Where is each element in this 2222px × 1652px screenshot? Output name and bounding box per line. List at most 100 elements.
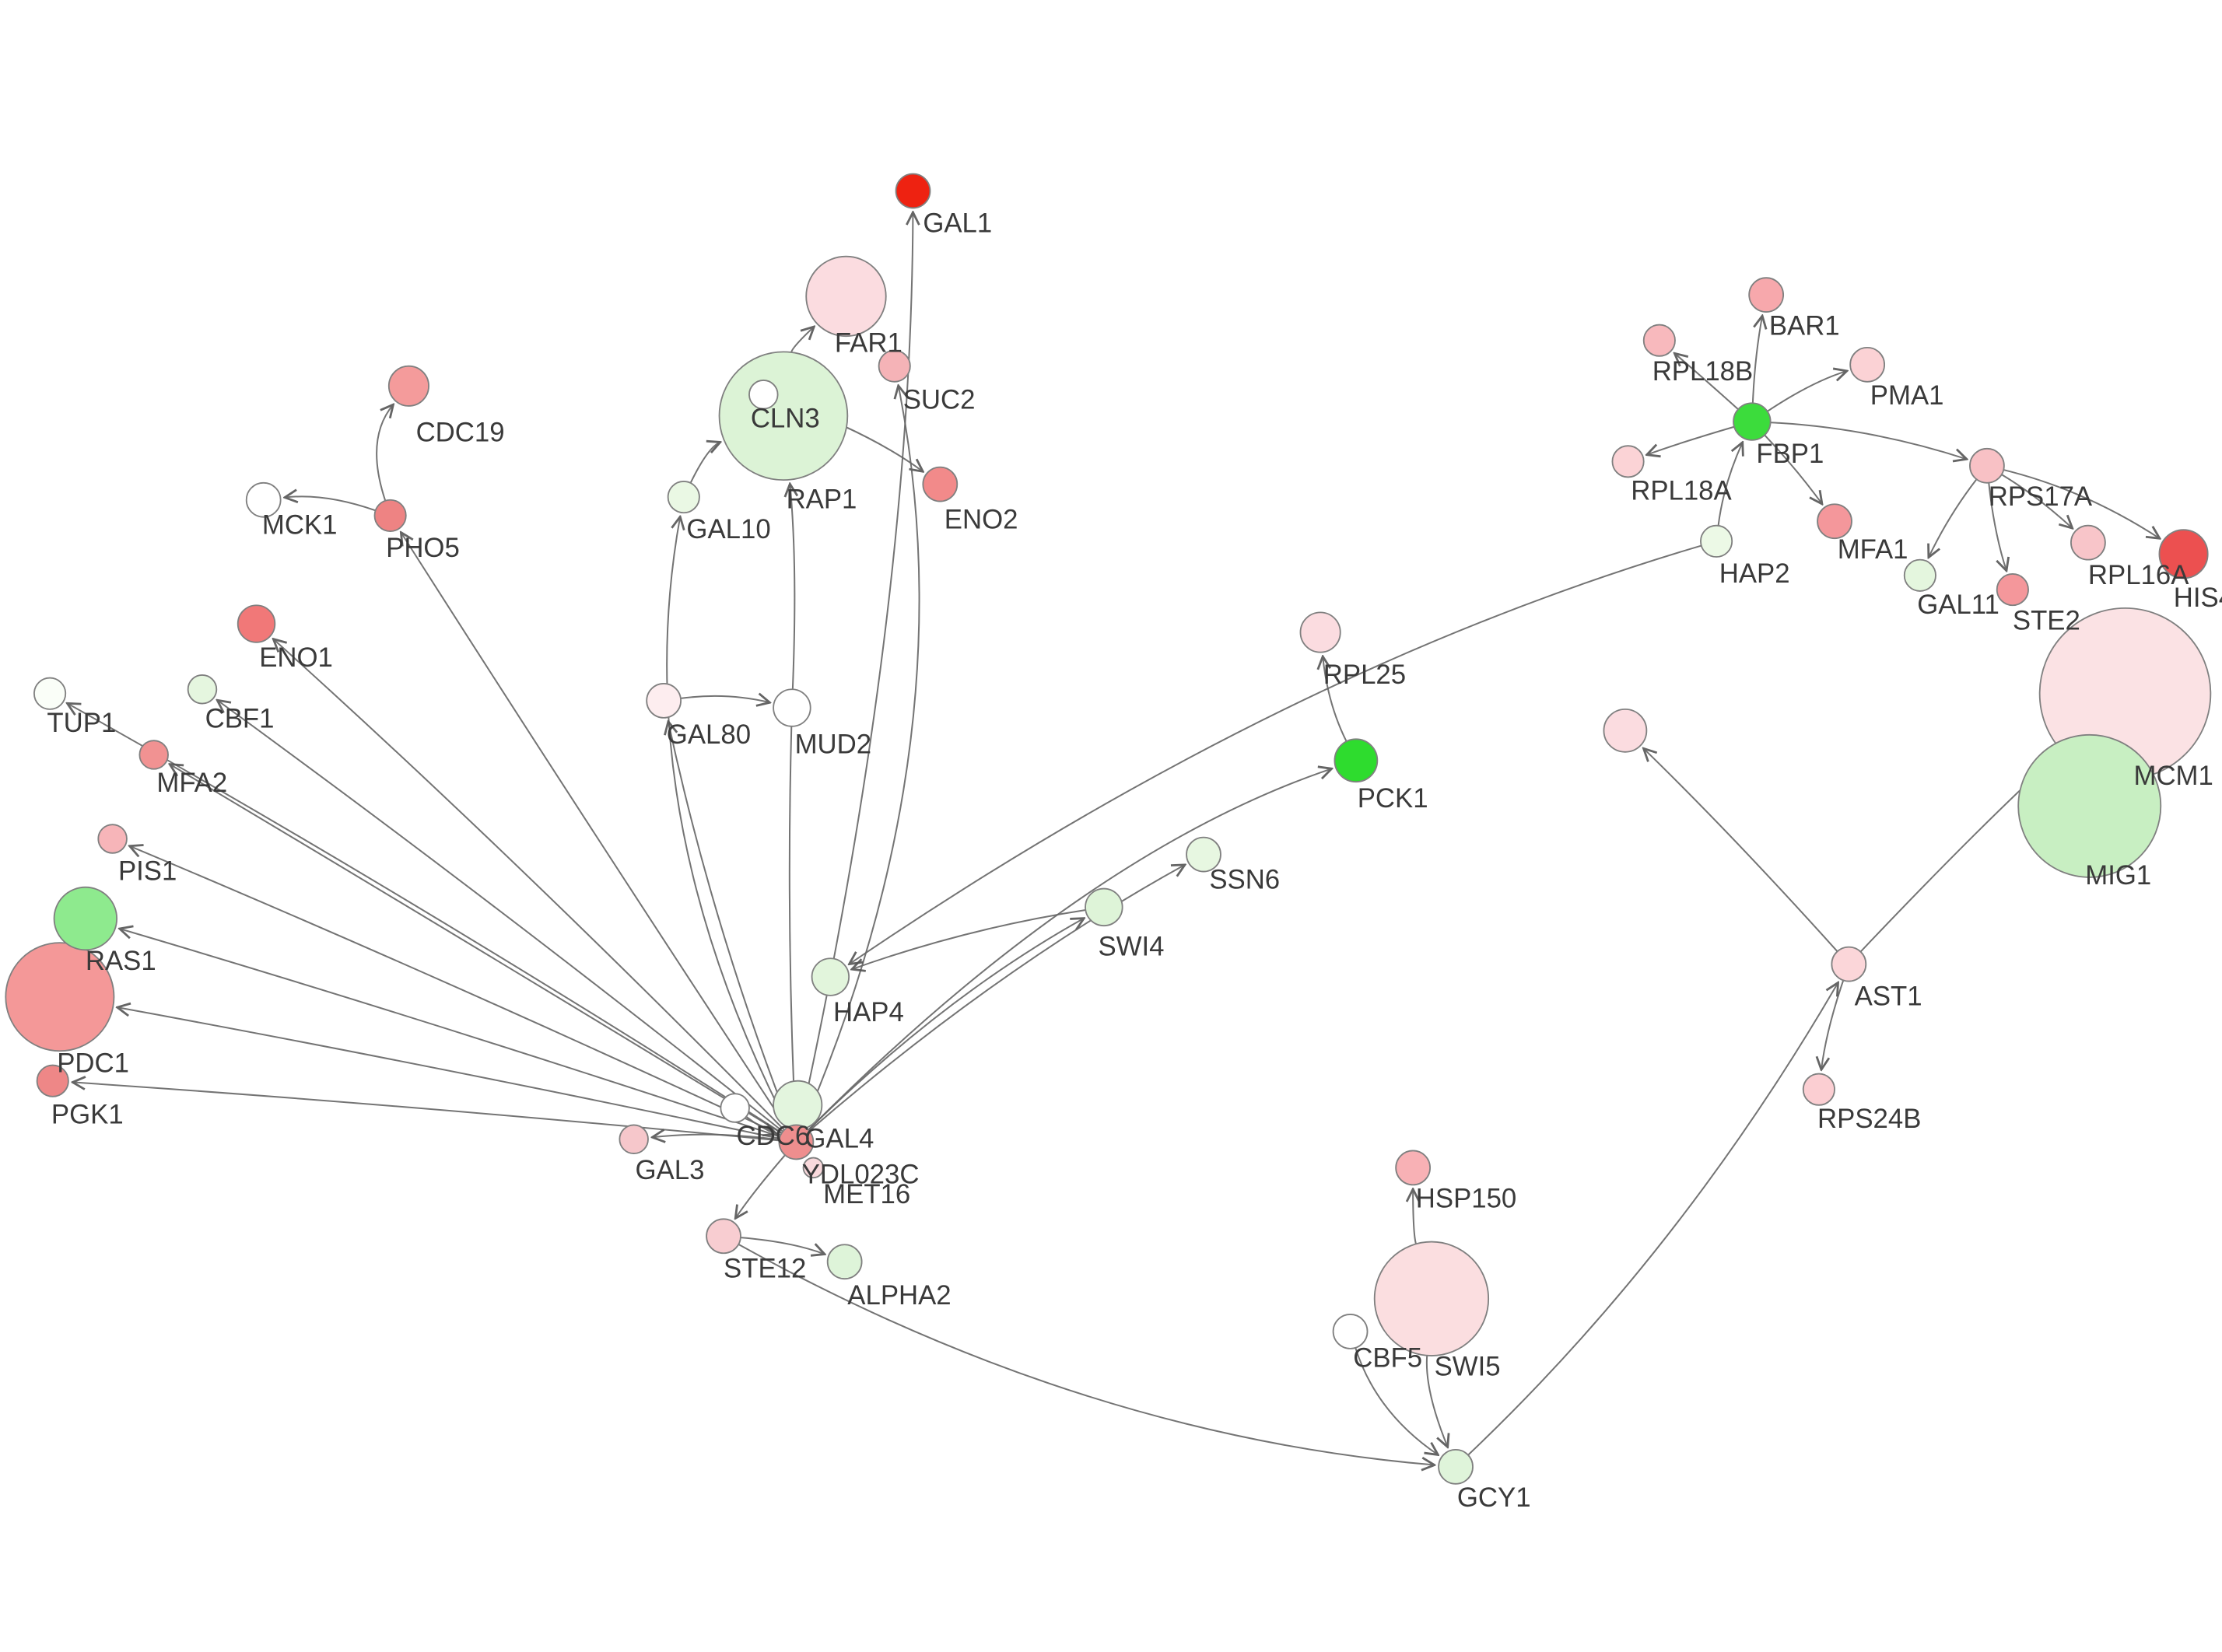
node-RPL25[interactable] bbox=[1299, 611, 1341, 653]
edge-STE12-GCY1 bbox=[738, 1244, 1434, 1465]
edge-CDC6-GAL4 bbox=[745, 1115, 776, 1134]
node-HAP2[interactable] bbox=[1700, 524, 1733, 558]
node-label-PIS1: PIS1 bbox=[118, 857, 177, 887]
node-label-RPL25: RPL25 bbox=[1323, 660, 1406, 690]
node-GAL3[interactable] bbox=[619, 1124, 649, 1154]
edge-FBP1-MFA1 bbox=[1764, 434, 1822, 504]
node-PIS1[interactable] bbox=[97, 824, 128, 854]
node-label-CDC19: CDC19 bbox=[416, 418, 505, 448]
node-label-ENO2: ENO2 bbox=[945, 505, 1018, 534]
node-SWI4[interactable] bbox=[1085, 887, 1123, 927]
edge-RPS17A-GAL11 bbox=[1929, 478, 1978, 557]
node-layer bbox=[5, 173, 2212, 1485]
node-label-HAP2: HAP2 bbox=[1719, 559, 1790, 589]
edge-GAL4-PIS1 bbox=[130, 846, 781, 1136]
node-label-TUP1: TUP1 bbox=[47, 709, 116, 738]
node-FBP1[interactable] bbox=[1733, 402, 1772, 441]
node-MIG1[interactable] bbox=[2017, 733, 2162, 878]
node-PMA1[interactable] bbox=[1849, 346, 1886, 383]
node-TUP1[interactable] bbox=[33, 677, 67, 710]
edge-FBP1-RPL18A bbox=[1647, 425, 1735, 455]
edge-MUD2-GAL4 bbox=[790, 726, 795, 1121]
node-ENO1[interactable] bbox=[237, 604, 276, 643]
node-GAL11[interactable] bbox=[1903, 558, 1936, 592]
node-label-HAP4: HAP4 bbox=[833, 998, 904, 1027]
node-STE12[interactable] bbox=[706, 1218, 741, 1255]
node-CDC6[interactable] bbox=[720, 1093, 750, 1123]
node-label-GAL3: GAL3 bbox=[636, 1156, 705, 1185]
node-label-AST1: AST1 bbox=[1855, 982, 1922, 1012]
node-label-RAS1: RAS1 bbox=[86, 947, 156, 976]
node-label-PDC1: PDC1 bbox=[57, 1049, 129, 1079]
node-label-MUD2: MUD2 bbox=[795, 730, 872, 760]
node-PHO5[interactable] bbox=[373, 499, 407, 532]
edge-RPS17A-STE2 bbox=[1988, 482, 2006, 571]
edge-GAL4-SSN6 bbox=[808, 865, 1185, 1132]
node-PGK1[interactable] bbox=[36, 1064, 69, 1097]
edge-PCK1-RPL25 bbox=[1323, 656, 1348, 742]
edge-RPS17A-RPL16A bbox=[2001, 474, 2073, 528]
node-MUD2[interactable] bbox=[773, 688, 811, 727]
edge-GAL4-PGK1 bbox=[72, 1082, 780, 1142]
node-label-MET16: MET16 bbox=[823, 1180, 910, 1209]
node-AST1[interactable] bbox=[1831, 946, 1867, 982]
node-HSP150[interactable] bbox=[1395, 1150, 1432, 1186]
node-RAS1[interactable] bbox=[53, 886, 118, 951]
edge-GAL4-GAL3 bbox=[652, 1135, 780, 1140]
node-SUC2[interactable] bbox=[878, 349, 911, 383]
edge-MUD2-CLN3 bbox=[790, 484, 794, 690]
node-label-SWI5: SWI5 bbox=[1435, 1353, 1501, 1382]
node-GAL4[interactable] bbox=[778, 1124, 815, 1160]
edge-GAL4-CBF1 bbox=[217, 700, 783, 1132]
node-MFA2[interactable] bbox=[138, 740, 169, 770]
edge-FBP1-RPS17A bbox=[1770, 422, 1967, 459]
node-MET16[interactable] bbox=[802, 1157, 825, 1179]
node-MCK1[interactable] bbox=[245, 481, 282, 518]
node-label-FBP1: FBP1 bbox=[1756, 439, 1824, 469]
node-HAP4[interactable] bbox=[811, 957, 850, 996]
node-RPL16A[interactable] bbox=[2070, 524, 2106, 561]
node-RPL18B[interactable] bbox=[1642, 324, 1676, 357]
node-CDC19[interactable] bbox=[387, 365, 429, 407]
node-GCY1[interactable] bbox=[1438, 1448, 1474, 1485]
node-SSN6[interactable] bbox=[1186, 836, 1221, 873]
edge-GAL4-RAS1 bbox=[120, 929, 780, 1138]
edge-STE12-ALPHA2 bbox=[740, 1237, 825, 1254]
node-unlabeled[interactable] bbox=[1603, 708, 1648, 753]
node-label-STE2: STE2 bbox=[2013, 606, 2080, 635]
node-PDC1[interactable] bbox=[5, 942, 115, 1052]
node-GAL10[interactable] bbox=[667, 481, 700, 514]
node-RAP1[interactable] bbox=[748, 380, 779, 410]
node-RPS17A[interactable] bbox=[1969, 447, 2005, 484]
node-RPL18A[interactable] bbox=[1611, 445, 1645, 478]
edge-GAL4-PDC1 bbox=[117, 1007, 780, 1139]
node-PCK1[interactable] bbox=[1334, 738, 1379, 783]
node-GAL1[interactable] bbox=[895, 173, 931, 209]
node-label-FAR1: FAR1 bbox=[835, 328, 902, 358]
edge-RPS17A-HIS4 bbox=[2003, 469, 2160, 538]
node-CBF1[interactable] bbox=[187, 674, 218, 705]
node-label-GAL1: GAL1 bbox=[923, 209, 992, 239]
node-CLN3[interactable] bbox=[718, 351, 849, 481]
node-GAL80[interactable] bbox=[646, 683, 682, 719]
edge-GAL4-ENO1 bbox=[273, 639, 785, 1131]
node-BAR1[interactable] bbox=[1748, 277, 1785, 313]
node-ALPHA2[interactable] bbox=[826, 1244, 863, 1280]
node-label-YDL023C: YDL023C bbox=[802, 1160, 920, 1190]
node-ENO2[interactable] bbox=[922, 466, 959, 502]
node-RPS24B[interactable] bbox=[1802, 1073, 1835, 1106]
node-MFA1[interactable] bbox=[1817, 503, 1852, 540]
node-label-RPL18A: RPL18A bbox=[1631, 477, 1732, 506]
node-CBF5[interactable] bbox=[1332, 1314, 1369, 1349]
node-HIS4[interactable] bbox=[2158, 529, 2209, 579]
node-label-RPS17A: RPS17A bbox=[1989, 482, 2093, 512]
node-SWI5[interactable] bbox=[1373, 1241, 1490, 1356]
node-label-GAL80: GAL80 bbox=[667, 720, 751, 750]
edge-PHO5-MCK1 bbox=[285, 496, 376, 512]
node-FAR1[interactable] bbox=[805, 255, 887, 338]
edge-FBP1-RPL18B bbox=[1674, 353, 1739, 410]
node-STE2[interactable] bbox=[1996, 573, 2029, 607]
node-label-ENO1: ENO1 bbox=[259, 643, 333, 673]
